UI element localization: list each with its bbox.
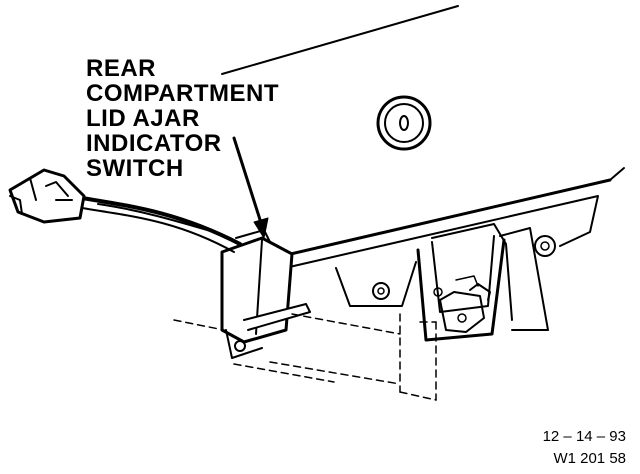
wire-harness [80,196,242,253]
wire-connector [8,168,86,224]
callout-line: INDICATOR [86,130,222,157]
alignment-guides [173,313,437,401]
date-code: 12 – 14 – 93 [542,428,626,445]
indicator-switch [220,229,311,359]
lid-flange [284,195,599,269]
callout-leader [232,136,264,228]
lid-top-edge [221,5,459,75]
callout-line: COMPARTMENT [86,80,280,107]
figure-code: W1 201 58 [553,450,626,467]
lock-cylinder [376,95,432,151]
latch-assembly [335,223,556,342]
callout-line: LID AJAR [86,105,200,132]
switch-callout-label: REAR COMPARTMENT LID AJAR INDICATOR SWIT… [86,56,279,181]
callout-line: SWITCH [86,155,184,182]
lid-right-edge [609,167,625,181]
callout-line: REAR [86,55,157,82]
lid-lower-edge [254,178,612,264]
callout-arrowhead [253,217,269,239]
